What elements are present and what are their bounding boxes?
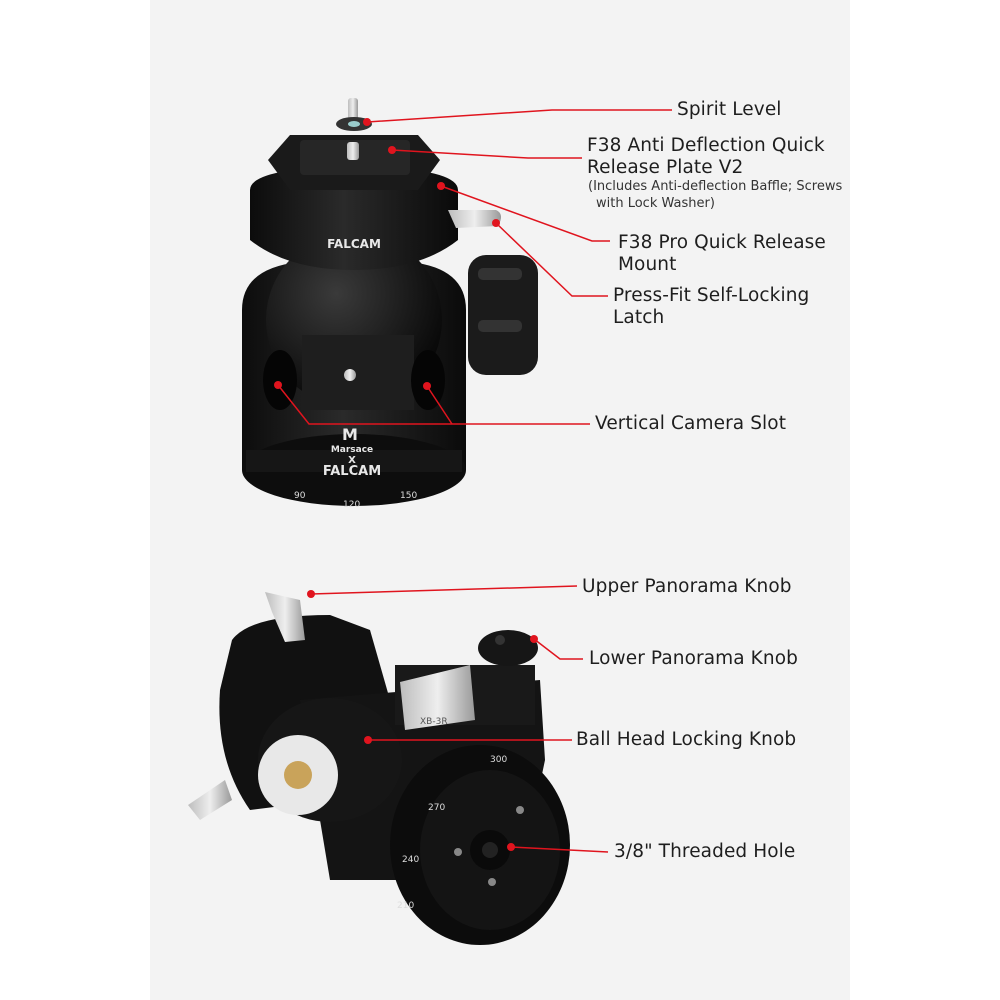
callout-plate-note1: (Includes Anti-deflection Baffle; Screws	[588, 179, 843, 194]
scale-mark: 300	[490, 755, 507, 765]
callout-latch-line1: Press-Fit Self-Locking	[613, 285, 810, 306]
name-plate	[400, 665, 475, 730]
lower-panorama-knob	[478, 630, 538, 666]
leader-slot-right	[426, 385, 453, 425]
leader-plate	[391, 149, 582, 159]
marsace-logo-text: Marsace	[331, 445, 373, 455]
brand-logo-bottom: FALCAM	[323, 464, 381, 479]
latch	[448, 210, 502, 228]
scale-mark: 270	[428, 803, 445, 813]
callout-lower-knob: Lower Panorama Knob	[589, 648, 799, 669]
callout-plate-note2: with Lock Washer)	[596, 196, 715, 211]
scale-mark: 240	[402, 855, 419, 865]
upper-panorama-knob	[265, 592, 305, 642]
ball-clamp-plate	[302, 335, 414, 410]
callout-plate-line1: F38 Anti Deflection Quick	[587, 135, 825, 156]
leader-spirit-level	[366, 109, 672, 123]
ball-head-top-view: FALCAM M Marsace X FALCAM 90 120 150	[242, 98, 538, 510]
leader-slot-left	[277, 384, 590, 425]
scale-mark: 120	[343, 500, 360, 510]
scale-mark: 90	[294, 491, 306, 501]
ball-head-side-view: XB-3R 300 270 240 210	[188, 592, 570, 945]
scale-mark: 210	[397, 901, 414, 911]
callout-spirit-level: Spirit Level	[677, 99, 782, 120]
logo-cross: X	[348, 455, 356, 466]
callout-mount-line2: Mount	[618, 254, 677, 275]
quick-release-mount	[250, 166, 458, 270]
leader-mount	[440, 185, 610, 242]
leader-latch	[495, 222, 608, 297]
callout-vertical-slot: Vertical Camera Slot	[595, 413, 787, 434]
scale-mark: 150	[400, 491, 417, 501]
callout-dots	[274, 118, 538, 851]
plate-screw	[347, 142, 359, 160]
locking-knob	[468, 255, 538, 375]
leader-lines	[277, 109, 672, 853]
brand-logo-text: FALCAM	[327, 237, 381, 251]
leader-threaded-hole	[510, 846, 609, 853]
leader-upper-knob	[310, 585, 578, 595]
marsace-logo-mark: M	[342, 425, 358, 444]
callout-locking-knob: Ball Head Locking Knob	[576, 729, 797, 750]
threaded-hole	[482, 842, 498, 858]
model-label: XB-3R	[420, 717, 448, 727]
callout-threaded-hole: 3/8" Threaded Hole	[614, 841, 796, 862]
lower-lever	[188, 780, 232, 820]
vertical-slot-left	[263, 350, 297, 410]
vertical-slot-right	[411, 350, 445, 410]
callout-plate-line2: Release Plate V2	[587, 157, 744, 178]
leader-lower-knob	[533, 638, 583, 660]
callout-latch-line2: Latch	[613, 307, 665, 328]
callout-upper-knob: Upper Panorama Knob	[582, 576, 792, 597]
callout-mount-line1: F38 Pro Quick Release	[618, 232, 826, 253]
